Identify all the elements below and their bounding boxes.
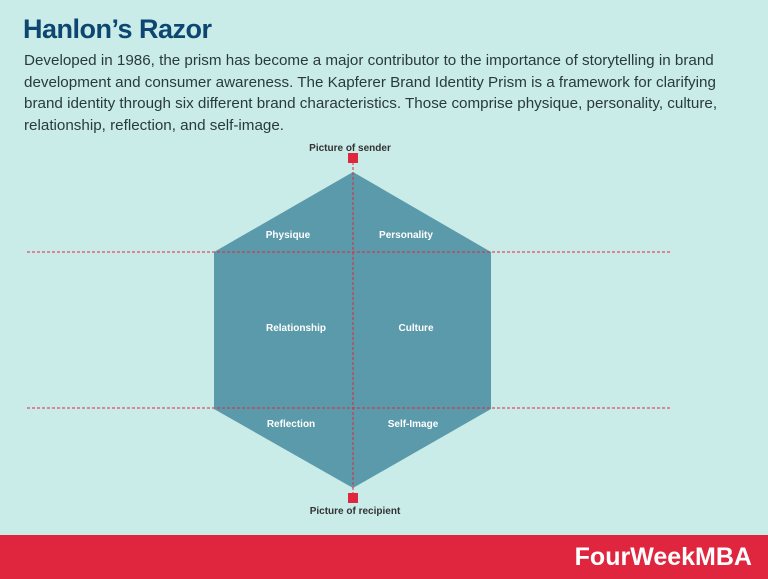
facet-self-image: Self-Image bbox=[387, 419, 439, 430]
brand-logo: FourWeekMBA bbox=[574, 543, 752, 571]
recipient-marker bbox=[348, 493, 358, 503]
sender-marker bbox=[348, 153, 358, 163]
footer-bar: FourWeekMBA bbox=[0, 535, 768, 579]
facet-reflection: Reflection bbox=[266, 419, 316, 430]
facet-personality: Personality bbox=[379, 230, 433, 241]
facet-physique: Physique bbox=[265, 230, 311, 241]
sender-caption: Picture of sender bbox=[309, 143, 391, 154]
recipient-caption: Picture of recipient bbox=[309, 506, 401, 517]
description: Developed in 1986, the prism has become … bbox=[24, 52, 718, 134]
page-title: Hanlon’s Razor bbox=[23, 14, 212, 44]
facet-culture: Culture bbox=[398, 323, 434, 334]
facet-relationship: Relationship bbox=[265, 323, 327, 334]
